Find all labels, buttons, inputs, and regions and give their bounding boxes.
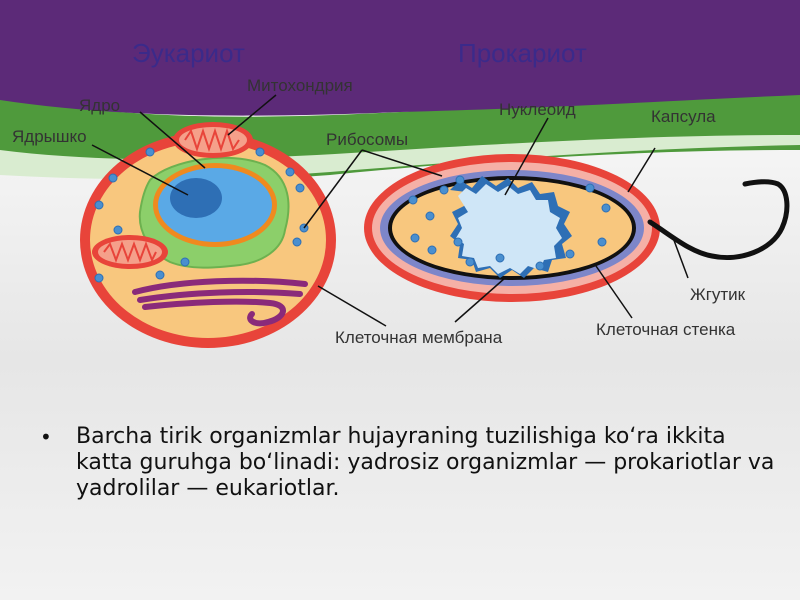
- label-mitochondria: Митохондрия: [247, 76, 353, 95]
- title-banner: [0, 0, 800, 116]
- mitochondrion-top: [173, 122, 253, 158]
- bullet-point: • Barcha tirik organizmlar hujayraning t…: [40, 424, 780, 502]
- label-capsule: Капсула: [651, 107, 716, 126]
- leader-lines: [91, 94, 689, 327]
- nucleolus: [170, 178, 222, 218]
- label-ribosomes: Рибосомы: [326, 130, 408, 149]
- label-nucleus: Ядро: [79, 96, 120, 115]
- label-nucleoid: Нуклеоид: [499, 100, 576, 119]
- prokaryotic-cell: [364, 154, 790, 302]
- bullet-text: Barcha tirik organizmlar hujayraning tuz…: [76, 424, 775, 501]
- mitochondrion-left: [92, 235, 168, 269]
- flagellum: [647, 179, 790, 261]
- golgi-apparatus: [132, 277, 308, 327]
- eukaryote-header: Эукариот: [132, 38, 245, 68]
- nucleoid: [456, 184, 562, 274]
- prokaryote-header: Прокариот: [458, 38, 587, 68]
- eukaryotic-cell: [80, 122, 336, 348]
- prokaryote-ribosomes: [408, 175, 611, 271]
- eukaryote-ribosomes: [94, 147, 309, 283]
- bullet-symbol: •: [40, 425, 52, 449]
- label-cell-membrane: Клеточная мембрана: [335, 328, 503, 347]
- label-flagellum: Жгутик: [690, 285, 746, 304]
- label-nucleolus: Ядрышко: [12, 127, 87, 146]
- label-cell-wall: Клеточная стенка: [596, 320, 736, 339]
